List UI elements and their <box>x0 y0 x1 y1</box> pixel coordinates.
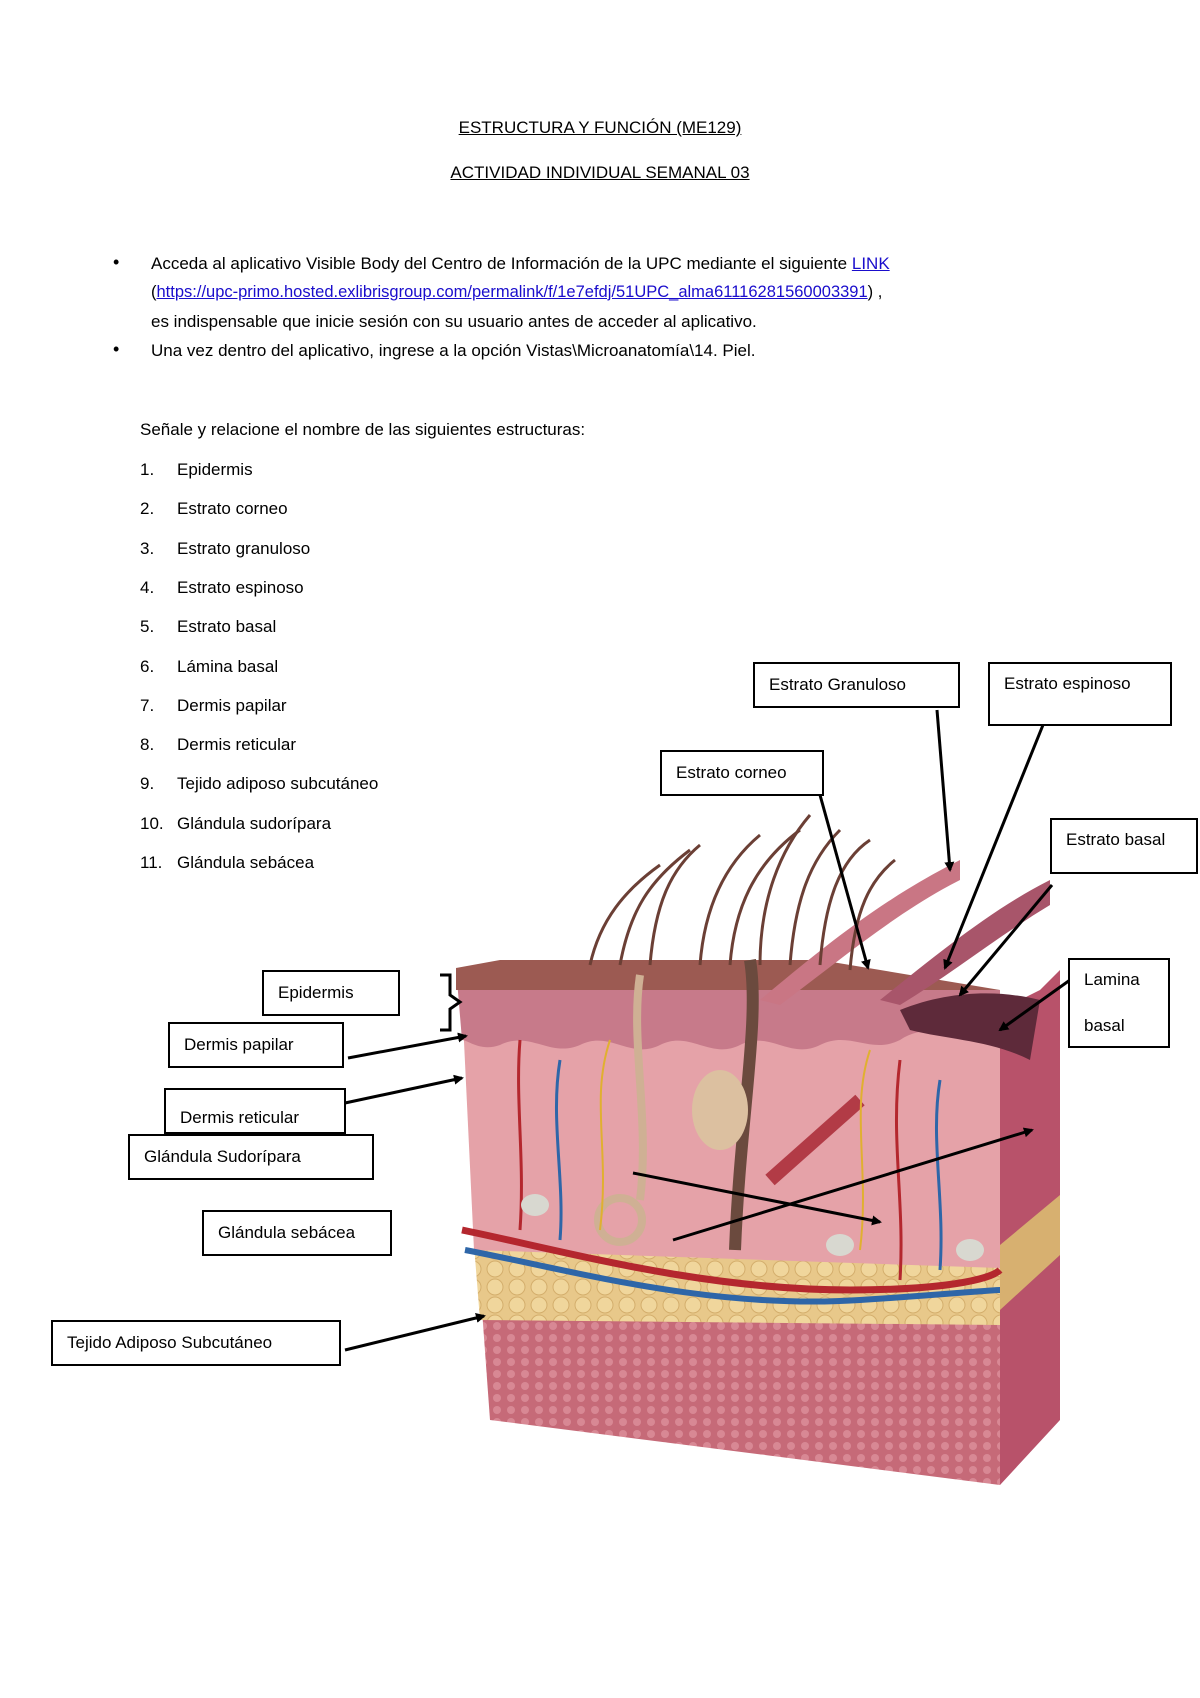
list-item: 8. Dermis reticular <box>140 735 296 755</box>
corpuscle <box>521 1194 549 1216</box>
sebaceous-gland-shape <box>692 1070 748 1150</box>
url-link[interactable]: https://upc-primo.hosted.exlibrisgroup.c… <box>156 283 868 301</box>
label-lamina-line2: basal <box>1084 1016 1125 1035</box>
list-item-number: 4. <box>140 577 155 597</box>
label-box-basal: Estrato basal <box>1050 818 1198 874</box>
bullet-icon: • <box>113 339 120 359</box>
hair-follicle <box>729 959 759 1251</box>
page-subtitle: ACTIVIDAD INDIVIDUAL SEMANAL 03 <box>450 163 750 182</box>
list-item-label: Tejido adiposo subcutáneo <box>177 774 379 794</box>
bullet-icon: • <box>113 252 120 272</box>
arrow-espinoso <box>943 719 1047 970</box>
label-box-espinoso: Estrato espinoso <box>988 662 1172 726</box>
arrow-granuloso <box>935 709 955 872</box>
list-item-number: 7. <box>140 695 155 715</box>
pointer-arrows <box>344 709 1071 1352</box>
arrow-papilar <box>347 1032 468 1060</box>
list-item: 5. Estrato basal <box>140 617 276 637</box>
instruction-1-url-line: (https://upc-primo.hosted.exlibrisgroup.… <box>151 283 883 301</box>
arrow-corneo <box>818 794 871 970</box>
list-item: 9. Tejido adiposo subcutáneo <box>140 774 378 794</box>
arrow-sebacea <box>672 1127 1034 1242</box>
list-item-number: 9. <box>140 774 155 794</box>
peeled-strata-2 <box>880 880 1050 1005</box>
sweat-gland-coil <box>594 1194 646 1246</box>
instruction-1-text: Acceda al aplicativo Visible Body del Ce… <box>151 254 852 273</box>
arrow-lamina <box>998 978 1071 1032</box>
vein <box>464 1247 1001 1305</box>
corpuscle <box>826 1234 854 1256</box>
list-item-number: 2. <box>140 499 155 519</box>
instruction-1-line3: es indispensable que inicie sesión con s… <box>151 312 757 331</box>
task-prompt: Señale y relacione el nombre de las sigu… <box>140 420 586 439</box>
label-box-lamina: Lamina basal <box>1068 958 1170 1048</box>
instruction-2: Una vez dentro del aplicativo, ingrese a… <box>151 341 756 360</box>
label-box-epidermis: Epidermis <box>262 970 400 1016</box>
list-item-number: 10. <box>140 813 164 833</box>
label-box-sebacea: Glándula sebácea <box>202 1210 392 1256</box>
nerve <box>859 1049 871 1251</box>
arrow-sudoripara <box>632 1171 882 1226</box>
arrow-adiposo <box>344 1313 486 1352</box>
label-box-corneo: Estrato corneo <box>660 750 824 796</box>
list-item-label: Glándula sudorípara <box>177 813 332 833</box>
artery <box>461 1226 1003 1294</box>
list-item: 4. Estrato espinoso <box>140 578 304 598</box>
hairs <box>588 814 896 971</box>
list-item-label: Estrato corneo <box>177 499 288 519</box>
list-item-label: Estrato basal <box>177 617 277 637</box>
list-item: 2. Estrato corneo <box>140 499 288 519</box>
list-item-label: Estrato espinoso <box>177 577 304 597</box>
nerve <box>599 1039 611 1231</box>
peeled-strata <box>760 860 960 1005</box>
list-item-number: 3. <box>140 538 155 558</box>
block-right-adipose <box>1000 1195 1060 1310</box>
capillary-blue <box>555 1059 563 1241</box>
list-item-number: 11. <box>140 853 163 872</box>
instruction-1: Acceda al aplicativo Visible Body del Ce… <box>151 254 890 274</box>
label-box-papilar: Dermis papilar <box>168 1022 344 1068</box>
label-box-adiposo: Tejido Adiposo Subcutáneo <box>51 1320 341 1366</box>
page-title: ESTRUCTURA Y FUNCIÓN (ME129) <box>458 118 742 137</box>
list-item: 1. Epidermis <box>140 460 253 480</box>
list-item: 7. Dermis papilar <box>140 696 287 716</box>
list-item: 11. Glándula sebácea <box>140 853 314 873</box>
link-anchor[interactable]: LINK <box>851 254 890 273</box>
corpuscle <box>956 1239 984 1261</box>
arrow-basal <box>958 884 1054 997</box>
list-item-label: Estrato granuloso <box>177 538 311 558</box>
label-box-sudoripara: Glándula Sudorípara <box>128 1134 374 1180</box>
list-item-number: 6. <box>140 656 155 676</box>
label-lamina-line1: Lamina <box>1084 970 1140 989</box>
hypodermis-layer <box>482 1310 1000 1485</box>
basal-lamina-dark <box>900 993 1040 1060</box>
arrow-reticular <box>344 1074 464 1105</box>
list-item-label: Glándula sebácea <box>177 853 315 872</box>
list-item-number: 5. <box>140 617 155 637</box>
list-item-number: 8. <box>140 735 155 755</box>
list-item: 10. Glándula sudorípara <box>140 814 331 834</box>
capillary-blue <box>935 1079 943 1271</box>
list-item-label: Lámina basal <box>177 656 279 676</box>
sweat-duct <box>633 974 647 1201</box>
list-item-label: Dermis papilar <box>177 695 287 715</box>
list-item: 3. Estrato granuloso <box>140 539 310 559</box>
list-item: 6. Lámina basal <box>140 657 278 677</box>
list-item-label: Epidermis <box>177 460 253 479</box>
epidermis-bracket <box>440 973 463 1032</box>
list-item-number: 1. <box>140 460 155 479</box>
list-item-label: Dermis reticular <box>177 735 297 755</box>
label-box-granuloso: Estrato Granuloso <box>753 662 960 708</box>
arrector-muscle <box>765 1094 865 1186</box>
label-box-reticular: Dermis reticular <box>164 1088 346 1134</box>
